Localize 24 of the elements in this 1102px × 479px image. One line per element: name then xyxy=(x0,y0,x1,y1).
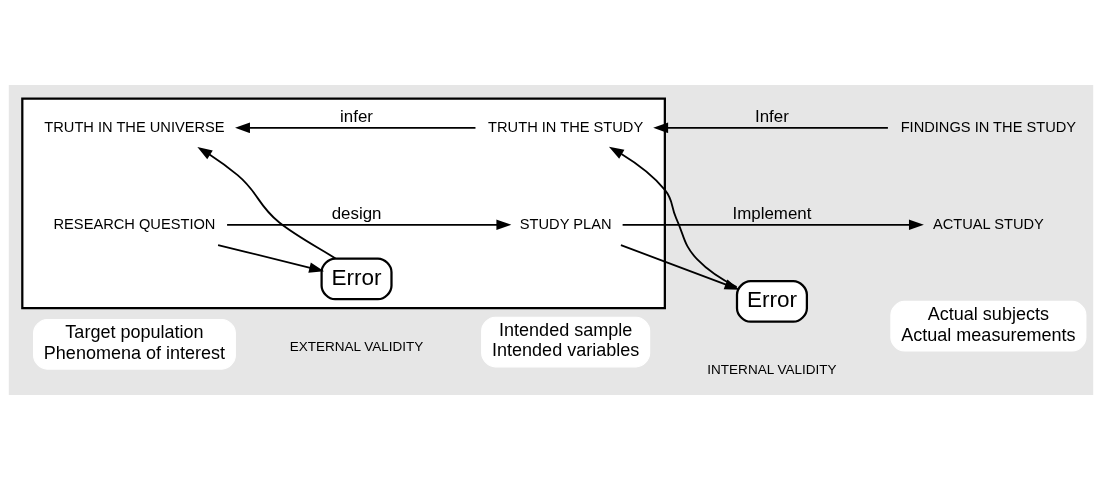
arrow xyxy=(235,122,477,133)
node-text: FINDINGS IN THE STUDY xyxy=(900,118,1077,135)
label: INTERNAL VALIDITY xyxy=(707,361,837,377)
node-box: Actual subjects Actual measurements xyxy=(890,300,1087,352)
edge-label: infer xyxy=(340,106,373,126)
cluster xyxy=(21,96,666,309)
node-text: TRUTH IN THE STUDY xyxy=(488,118,644,135)
edge-label: Infer xyxy=(755,106,789,126)
node-text: STUDY PLAN xyxy=(519,215,612,232)
node-text: RESEARCH QUESTION xyxy=(53,215,216,232)
node-text: TRUTH IN THE UNIVERSE xyxy=(44,118,225,135)
arrow xyxy=(621,219,924,230)
node-box: Error xyxy=(735,279,808,323)
node-box: Error xyxy=(320,256,393,300)
edge-label: Implement xyxy=(732,203,812,223)
arrow xyxy=(197,146,337,259)
node-box: Target population Phenomena of interest xyxy=(33,318,236,370)
node-text: ACTUAL STUDY xyxy=(932,215,1044,232)
node-box: Intended sample Intended variables xyxy=(481,316,651,367)
arrow xyxy=(217,243,325,273)
arrow xyxy=(226,219,512,230)
arrow xyxy=(653,122,889,133)
label: EXTERNAL VALIDITY xyxy=(289,338,424,354)
edge-label: design xyxy=(331,203,382,223)
